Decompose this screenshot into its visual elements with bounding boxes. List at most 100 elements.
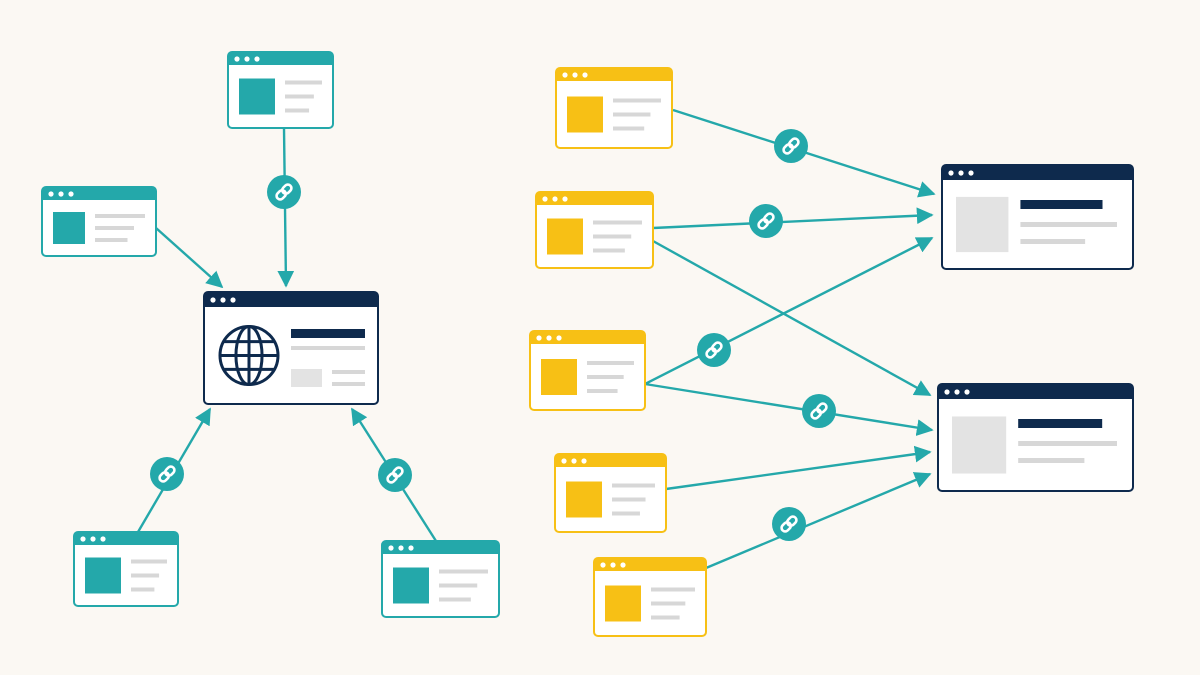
text-line [285,108,310,113]
window-titlebar [204,292,378,307]
text-line [612,483,655,488]
window-dot [572,72,578,78]
window-dot [582,72,588,78]
teal-page-bottom-right[interactable] [381,540,500,618]
target-page-bottom[interactable] [937,383,1134,492]
gold-page-4-to-target-page-bottom-arrow [665,445,932,491]
window-dot [80,536,86,542]
teal-page-left[interactable] [41,186,157,257]
gold-page-3[interactable] [529,330,646,411]
window-dot [210,297,216,303]
teal-page-left-arrow [155,227,224,289]
window-dot [48,191,54,197]
window-dot [968,170,974,176]
window-titlebar [594,558,706,571]
link-icons-layer [150,129,836,541]
window-dot [68,191,74,197]
window-titlebar [938,384,1133,399]
image-placeholder [393,567,429,604]
window-dot [581,458,587,464]
text-line [651,587,695,592]
text-line [131,573,160,578]
text-line [1018,458,1085,463]
text-line [651,615,680,620]
gold-page-4[interactable] [554,453,667,533]
teal-page-top[interactable] [227,51,334,129]
text-line [95,226,134,230]
text-line [439,597,471,602]
image-placeholder [567,96,603,133]
window-titlebar [74,532,178,545]
window-dot [230,297,236,303]
image-placeholder [547,218,583,255]
window-dot [408,545,414,551]
text-line [1020,239,1086,244]
window-titlebar [530,331,645,344]
window-titlebar [536,192,653,205]
window-dot [954,389,960,395]
window-dot [254,56,260,62]
window-dot [600,562,606,568]
link-icon [378,458,412,492]
text-line [587,389,618,393]
text-line [439,583,478,588]
teal-page-bottom-left[interactable] [73,531,179,607]
text-line [1020,222,1117,227]
window-dot [388,545,394,551]
text-line [593,220,642,225]
window-dot [398,545,404,551]
text-line [95,214,145,218]
window-dot [244,56,250,62]
window-dot [561,458,567,464]
link-icon [749,204,783,238]
image-placeholder [291,369,322,387]
window-titlebar [382,541,499,554]
window-dot [944,389,950,395]
image-placeholder [541,359,577,395]
text-line [439,569,488,574]
globe-icon [218,325,280,386]
text-line [612,497,646,502]
text-line [613,126,645,131]
window-dot [562,72,568,78]
text-line [332,382,365,386]
window-dot [542,196,548,202]
gold-page-1[interactable] [555,67,673,149]
image-placeholder [605,585,641,622]
window-dot [958,170,964,176]
link-icon [150,457,184,491]
gold-page-2-to-target-page-bottom-arrow [652,239,932,397]
text-line [1018,441,1117,446]
window-titlebar [555,454,666,467]
window-dot [536,335,542,341]
text-line [131,559,167,564]
link-icon [772,507,806,541]
image-placeholder [53,212,85,244]
text-line [95,238,128,242]
text-line [131,587,155,592]
image-placeholder [85,557,121,594]
window-titlebar [556,68,672,81]
link-icon [267,175,301,209]
hub-page[interactable] [203,291,379,405]
link-icon [774,129,808,163]
window-dot [546,335,552,341]
window-titlebar [942,165,1133,180]
window-dot [556,335,562,341]
window-dot [552,196,558,202]
target-page-top[interactable] [941,164,1134,270]
gold-page-2[interactable] [535,191,654,269]
image-placeholder [566,481,602,518]
image-placeholder [239,78,275,115]
window-dot [58,191,64,197]
window-dot [620,562,626,568]
link-icon [697,333,731,367]
window-dot [571,458,577,464]
text-line [587,361,634,365]
window-titlebar [42,187,156,200]
text-line [587,375,624,379]
window-dot [234,56,240,62]
gold-page-5[interactable] [593,557,707,637]
window-dot [562,196,568,202]
link-icon [802,394,836,428]
